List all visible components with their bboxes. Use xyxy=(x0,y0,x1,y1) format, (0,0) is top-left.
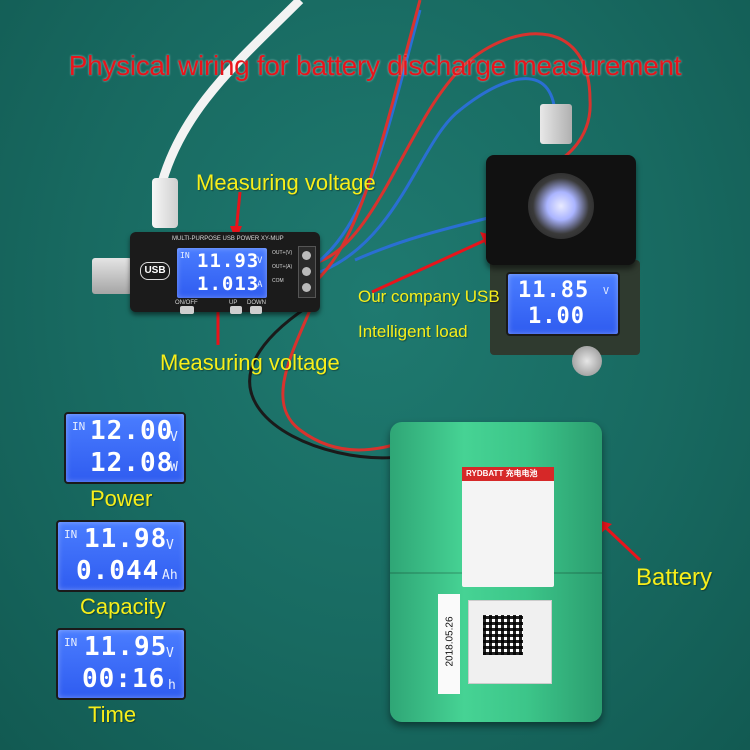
panel-time-elapsed: 00:16 xyxy=(82,664,166,694)
usb-logo: USB xyxy=(140,262,170,280)
meter-current: 1.013 xyxy=(197,273,260,295)
panel-power-voltage: 12.00 xyxy=(90,416,174,446)
label-power: Power xyxy=(90,486,153,511)
red-wire-top xyxy=(317,32,592,264)
usb-plug xyxy=(92,258,132,294)
usb-c-plug xyxy=(152,178,178,228)
terminal-out-a: OUT+(A) xyxy=(272,264,293,270)
load-current: 1.00 xyxy=(528,304,585,329)
btn-down-label: DOWN xyxy=(247,300,266,306)
blue-wire-2 xyxy=(317,9,422,264)
date-sticker: 2018.05.26 xyxy=(438,594,460,694)
red-wire-bottom xyxy=(281,289,411,452)
panel-capacity-lcd: IN 11.98 V 0.044 Ah xyxy=(56,520,186,592)
screw-terminal xyxy=(298,246,316,298)
down-button[interactable] xyxy=(250,306,262,314)
label-intelligent-load: Intelligent load xyxy=(358,322,468,341)
load-knob[interactable] xyxy=(572,346,602,376)
panel-power-watts: 12.08 xyxy=(90,448,174,478)
arrow-load xyxy=(371,236,491,294)
usb-meter: MULTI-PURPOSE USB POWER XY-MUP USB IN 11… xyxy=(130,232,320,314)
battery-brand-cn: 充电电池 xyxy=(505,469,538,478)
terminal-screw-3 xyxy=(302,283,311,292)
qr-code xyxy=(483,615,523,655)
load-lcd: 11.85 V 1.00 xyxy=(506,272,620,336)
panel-capacity-ah: 0.044 xyxy=(76,556,160,586)
red-wire-2 xyxy=(313,0,422,284)
terminal-out-v: OUT+(V) xyxy=(272,250,293,256)
black-wire xyxy=(248,298,431,460)
load-voltage: 11.85 xyxy=(518,278,590,303)
btn-up-label: UP xyxy=(229,300,238,306)
panel-power-voltage-unit: V xyxy=(170,430,178,445)
cooling-fan xyxy=(486,155,636,265)
panel-time-in: IN xyxy=(64,636,78,649)
panel-capacity-voltage: 11.98 xyxy=(84,524,168,554)
terminal-com: COM xyxy=(272,278,284,284)
panel-time-voltage-unit: V xyxy=(166,646,174,661)
panel-capacity-in: IN xyxy=(64,528,78,541)
meter-header: MULTI-PURPOSE USB POWER XY-MUP xyxy=(172,236,284,242)
page-title: Physical wiring for battery discharge me… xyxy=(68,50,682,81)
panel-time-unit: h xyxy=(168,678,176,693)
battery-label: RYDBATT 充电电池 xyxy=(462,467,554,587)
panel-power-watts-unit: W xyxy=(170,460,178,475)
onoff-button[interactable] xyxy=(180,306,194,314)
fan-rotor xyxy=(528,173,594,239)
battery-pack: RYDBATT 充电电池 2018.05.26 xyxy=(390,422,602,722)
panel-power-lcd: IN 12.00 V 12.08 W xyxy=(64,412,186,484)
meter-voltage: 11.93 xyxy=(197,250,260,272)
battery-date: 2018.05.26 xyxy=(444,616,456,667)
label-time: Time xyxy=(88,702,137,727)
label-battery: Battery xyxy=(636,564,713,591)
battery-brand: RYDBATT xyxy=(466,469,504,478)
label-measuring-voltage-bottom: Measuring voltage xyxy=(160,350,340,375)
up-button[interactable] xyxy=(230,306,242,314)
load-voltage-unit: V xyxy=(603,286,610,297)
panel-capacity-ah-unit: Ah xyxy=(162,568,178,583)
panel-capacity-voltage-unit: V xyxy=(166,538,174,553)
meter-lcd: IN 11.93 V 1.013 A xyxy=(175,246,269,300)
meter-in-label: IN xyxy=(180,251,190,260)
panel-time-voltage: 11.95 xyxy=(84,632,168,662)
battery-brand-bar: RYDBATT 充电电池 xyxy=(462,467,554,481)
blue-wire-top xyxy=(319,77,557,274)
label-company-usb: Our company USB xyxy=(358,287,500,306)
panel-time-lcd: IN 11.95 V 00:16 h xyxy=(56,628,186,700)
terminal-screw-2 xyxy=(302,267,311,276)
terminal-screw-1 xyxy=(302,251,311,260)
white-usb-cable xyxy=(155,0,304,192)
label-capacity: Capacity xyxy=(80,594,166,619)
blue-wire-load xyxy=(354,213,501,262)
load-usb-plug xyxy=(540,104,572,144)
label-measuring-voltage-top: Measuring voltage xyxy=(196,170,376,195)
meter-voltage-unit: V xyxy=(257,256,263,266)
qr-sticker xyxy=(468,600,552,684)
panel-power-in: IN xyxy=(72,420,86,433)
btn-onoff-label: ON/OFF xyxy=(175,300,198,306)
arrow-battery xyxy=(601,523,642,562)
meter-current-unit: A xyxy=(257,280,263,290)
